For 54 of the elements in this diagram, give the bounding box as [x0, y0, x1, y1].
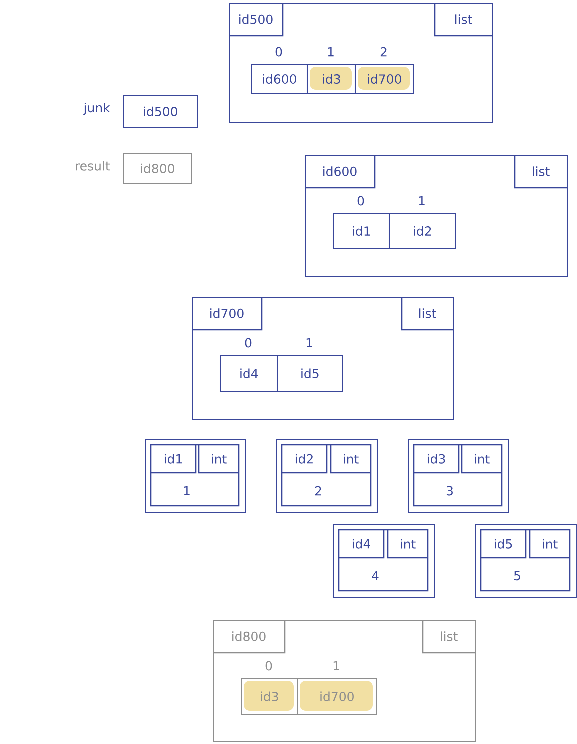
type-tag: list	[401, 297, 453, 331]
list-cell: id700	[297, 678, 378, 716]
list-cell: id700	[355, 64, 414, 94]
type-tag: list	[434, 3, 492, 37]
index-label: 1	[419, 196, 425, 206]
list-cell: id3	[307, 64, 356, 94]
variable-name: result	[76, 161, 110, 171]
type-tag: list	[514, 155, 567, 189]
value-text: 3	[446, 486, 453, 496]
index-label: 0	[266, 661, 272, 671]
list-cell: id5	[277, 355, 344, 392]
list-cell: id600	[251, 64, 308, 94]
index-label: 0	[276, 47, 282, 57]
value-text: 2	[315, 486, 322, 496]
value-text: 5	[514, 571, 520, 581]
int-object-box	[276, 439, 378, 514]
value-text: 1	[184, 486, 190, 496]
int-object-box	[333, 524, 436, 598]
index-label: 0	[245, 338, 252, 348]
value-text: 4	[372, 571, 379, 581]
index-label: 1	[334, 661, 340, 671]
index-label: 0	[358, 196, 364, 206]
list-object-box	[192, 297, 454, 420]
id-tag: id2	[282, 445, 328, 474]
list-object-box	[213, 620, 476, 742]
type-tag: int	[387, 530, 428, 559]
type-tag: int	[529, 530, 570, 559]
index-label: 1	[306, 338, 312, 348]
id-tag: id1	[151, 445, 197, 474]
index-label: 2	[380, 47, 387, 57]
list-cell: id3	[241, 678, 298, 716]
int-object-box	[145, 439, 246, 514]
int-object-box	[408, 439, 510, 514]
id-tag: id5	[481, 530, 527, 559]
index-label: 1	[328, 47, 334, 57]
id-tag: id800	[213, 620, 286, 654]
variable-box: id800	[123, 153, 192, 184]
id-tag: id500	[229, 3, 284, 37]
type-tag: int	[198, 445, 239, 474]
type-tag: list	[422, 620, 475, 654]
id-tag: id3	[414, 445, 460, 474]
list-object-box	[305, 155, 568, 278]
type-tag: int	[330, 445, 371, 474]
id-tag: id600	[305, 155, 376, 189]
int-object-box	[475, 524, 577, 598]
id-tag: id700	[192, 297, 263, 331]
variable-box: id500	[123, 95, 198, 128]
type-tag: int	[461, 445, 502, 474]
list-cell: id1	[333, 213, 390, 250]
list-cell: id2	[389, 213, 456, 250]
list-object-box	[229, 3, 494, 124]
list-cell: id4	[220, 355, 278, 392]
variable-name: junk	[84, 102, 110, 116]
id-tag: id4	[339, 530, 385, 559]
